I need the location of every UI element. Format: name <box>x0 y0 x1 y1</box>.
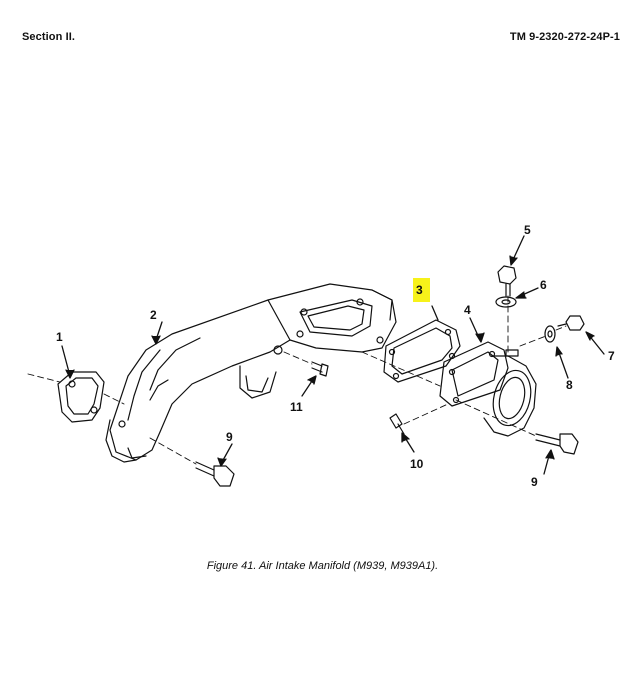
callout-7: 7 <box>608 349 615 363</box>
alignment-lines <box>27 295 567 465</box>
callout-6: 6 <box>540 278 547 292</box>
callout-labels: 1 2 3 4 5 6 7 8 9 9 10 11 <box>56 223 615 489</box>
leader-arrows <box>61 235 605 475</box>
callout-3-highlight <box>413 278 430 302</box>
part-3-gasket <box>383 319 461 383</box>
manual-id: TM 9-2320-272-24P-1 <box>509 31 620 43</box>
part-6-washer <box>495 296 517 308</box>
part-5-bolt <box>497 265 517 297</box>
part-9-bolt-left <box>195 461 235 487</box>
section-label: Section II. <box>22 31 76 43</box>
callout-4: 4 <box>464 303 471 317</box>
callout-2: 2 <box>150 308 157 322</box>
figure-caption-text: Figure 41. Air Intake Manifold (M939, M9… <box>206 560 439 572</box>
part-2-manifold <box>105 283 397 463</box>
callout-10: 10 <box>410 457 424 471</box>
callout-3: 3 <box>416 283 423 297</box>
callout-11: 11 <box>290 400 303 414</box>
part-4-elbow-housing <box>439 341 537 437</box>
callout-8: 8 <box>566 378 573 392</box>
callout-5: 5 <box>524 223 531 237</box>
figure-caption: Figure 41. Air Intake Manifold (M939, M9… <box>0 560 639 572</box>
callout-9-right: 9 <box>531 475 538 489</box>
callout-1: 1 <box>56 330 63 344</box>
part-11-stud <box>311 361 329 377</box>
callout-9-left: 9 <box>226 430 233 444</box>
part-1-gasket <box>57 371 105 423</box>
part-9-bolt-right <box>535 433 579 455</box>
part-8-washer <box>544 325 556 343</box>
part-7-bolt <box>557 315 585 331</box>
part-10-fitting <box>389 413 405 435</box>
